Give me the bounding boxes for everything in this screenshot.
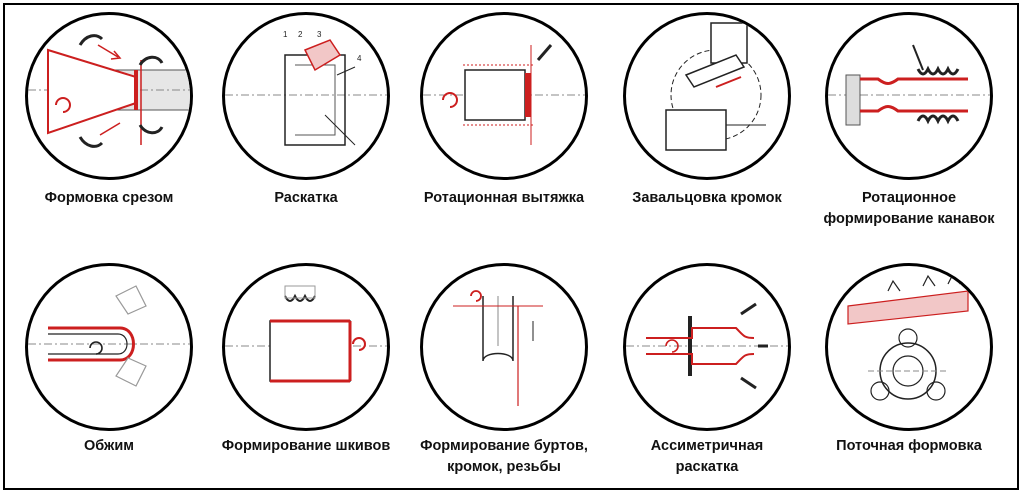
- process-illustration-rolling: 1 2 3 4: [222, 12, 390, 180]
- process-label-edge-curling: Завальцовка кромок: [632, 190, 782, 206]
- process-label-groove-forming: Ротационное формирование канавок: [823, 190, 995, 227]
- process-illustration-pulley-forming: [222, 263, 390, 431]
- process-label-pulley-forming: Формирование шкивов: [221, 438, 391, 454]
- process-label-rolling: Раскатка: [274, 190, 338, 206]
- process-illustration-flow-forming: [825, 263, 993, 431]
- process-label-flange-forming: Формирование буртов, кромок, резьбы: [420, 438, 588, 475]
- callout-2: 2: [298, 30, 303, 39]
- callout-3: 3: [317, 30, 322, 39]
- process-illustration-flange-forming: [420, 263, 588, 431]
- callout-4: 4: [357, 54, 362, 63]
- process-illustration-shear-forming: [25, 12, 193, 180]
- process-illustration-swaging: [25, 263, 193, 431]
- process-label-flow-forming: Поточная формовка: [836, 438, 982, 454]
- process-illustration-groove-forming: [825, 12, 993, 180]
- process-label-spin-drawing: Ротационная вытяжка: [423, 190, 585, 206]
- process-illustration-spin-drawing: [420, 12, 588, 180]
- process-illustration-asymmetric-rolling: [623, 263, 791, 431]
- process-label-swaging: Обжим: [84, 438, 134, 454]
- callout-1: 1: [283, 30, 288, 39]
- process-label-shear-forming: Формовка срезом: [44, 190, 174, 206]
- process-label-asymmetric-rolling: Ассиметричная раскатка: [650, 438, 764, 475]
- process-illustration-edge-curling: [623, 12, 791, 180]
